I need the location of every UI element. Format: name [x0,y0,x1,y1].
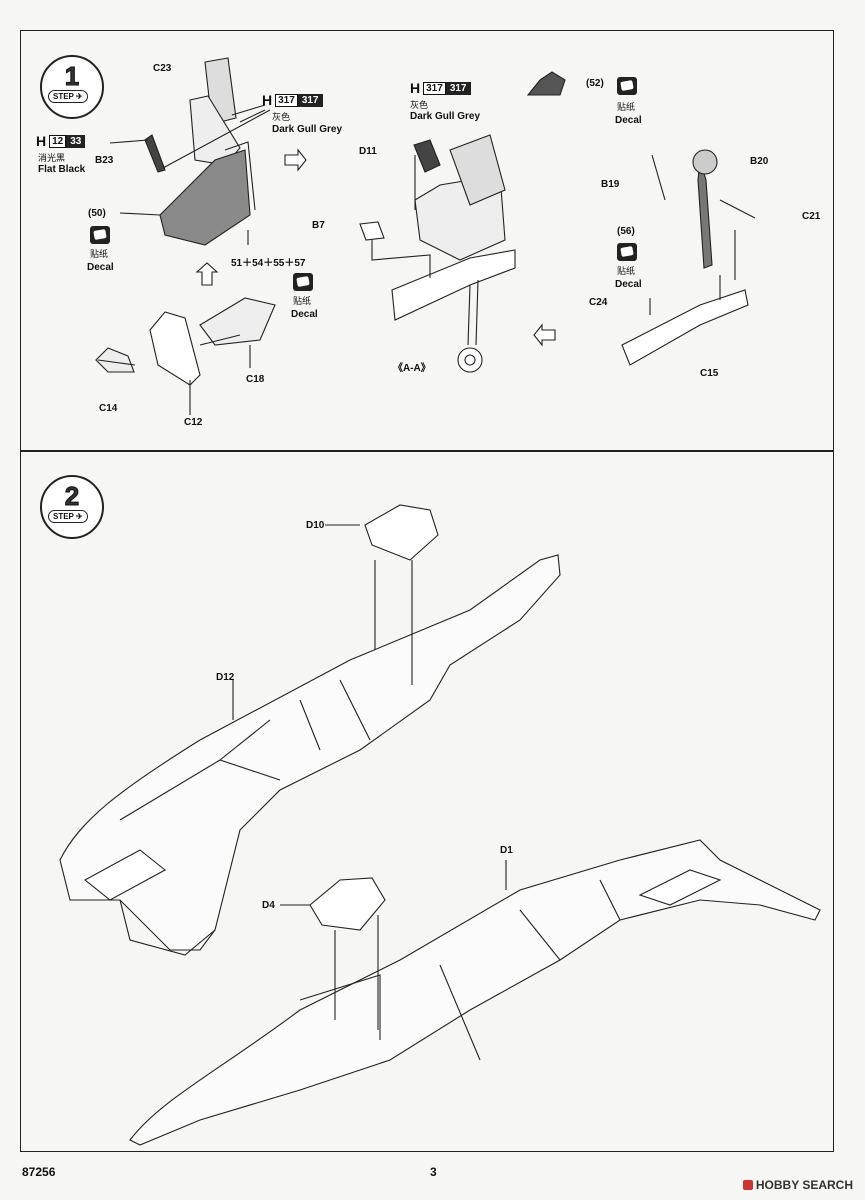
step-label: STEP [53,512,74,521]
gear-strut-drawing [621,149,756,366]
part-label-b7: B7 [312,220,325,231]
decal-icon [617,77,637,95]
paint-code-grey-cockpit: H 317 317 [410,80,471,96]
part-label-b20: B20 [750,156,769,167]
part-label-c14: C14 [99,403,118,414]
arrow-right-icon [284,148,307,172]
brand-watermark: HOBBY SEARCH [742,1178,853,1192]
canopy-d10-drawing [364,504,439,561]
kit-number: 87256 [22,1165,56,1179]
step2-tag: STEP ✈ [48,510,88,523]
arrow-up-icon [195,262,219,286]
decal-en: Decal [615,279,642,290]
paint-code-black: 317 [445,81,471,95]
part-label-d10: D10 [306,520,325,531]
step-label: STEP [53,92,74,101]
part-label-56: (56) [617,226,635,237]
brand-logo-icon [742,1180,753,1190]
step-plane-icon: ✈ [75,512,83,521]
paint-name-en: Dark Gull Grey [410,111,481,122]
tub-parts-drawing [95,297,276,415]
step2-badge: 2 STEP ✈ [40,475,104,539]
step1-badge: 1 STEP ✈ [40,55,104,119]
step1-panel [20,30,834,452]
page-number: 3 [430,1165,437,1179]
step-plane-icon: ✈ [75,92,83,101]
part-label-50: (50) [88,208,106,219]
decal-sum-label: 51＋54＋55＋57 [231,258,306,269]
lower-fuselage-drawing [129,839,821,1146]
part-label-52: (52) [586,78,604,89]
part-label-c18: C18 [246,374,265,385]
part-label-c21: C21 [802,211,821,222]
step2-panel [20,450,834,1152]
part-label-d1: D1 [500,845,513,856]
decal-cn: 贴纸 [617,102,636,112]
part-label-d12: D12 [216,672,235,683]
decal-en: Decal [87,262,114,273]
part-label-c23: C23 [153,63,172,74]
paint-h-letter: H [410,80,421,96]
upper-fuselage-drawing [59,554,561,956]
canopy-d4-drawing [309,877,386,931]
step2-number: 2 [64,481,80,512]
paint-black-en: Flat Black [38,164,86,175]
cockpit-gear-drawing [359,71,566,373]
decal-icon [293,273,313,291]
step1-tag: STEP ✈ [48,90,88,103]
decal-cn: 贴纸 [90,249,109,259]
paint-h-letter: H [36,133,47,149]
decal-cn: 贴纸 [293,296,312,306]
paint-name-cn: 灰色 [272,112,291,122]
paint-code-white: 317 [275,93,298,107]
step1-number: 1 [64,61,80,92]
paint-code-black: 317 [297,93,323,107]
arrow-left-icon [533,323,556,347]
paint-name-cn: 灰色 [410,100,429,110]
section-label-a-a: 《A-A》 [393,363,431,374]
decal-en: Decal [615,115,642,126]
decal-icon [90,226,110,244]
part-label-b23: B23 [95,155,114,166]
paint-code-grey-seat: H 317 317 [262,92,323,108]
decal-icon [617,243,637,261]
paint-name-en: Dark Gull Grey [272,124,343,135]
paint-code-black-box: 33 [66,134,86,148]
part-label-c12: C12 [184,417,203,428]
part-label-d4: D4 [262,900,275,911]
decal-cn: 贴纸 [617,266,636,276]
paint-h-letter: H [262,92,273,108]
part-label-c24: C24 [589,297,608,308]
decal-en: Decal [291,309,318,320]
part-label-c15: C15 [700,368,719,379]
paint-code-black: H 12 33 [36,133,86,149]
part-label-b19: B19 [601,179,620,190]
part-label-d11: D11 [359,146,377,157]
brand-text: HOBBY SEARCH [755,1178,853,1192]
ejection-seat-drawing [109,57,271,246]
paint-black-cn: 消光黑 [38,153,66,163]
paint-code-white: 12 [49,134,67,148]
paint-code-white: 317 [423,81,446,95]
